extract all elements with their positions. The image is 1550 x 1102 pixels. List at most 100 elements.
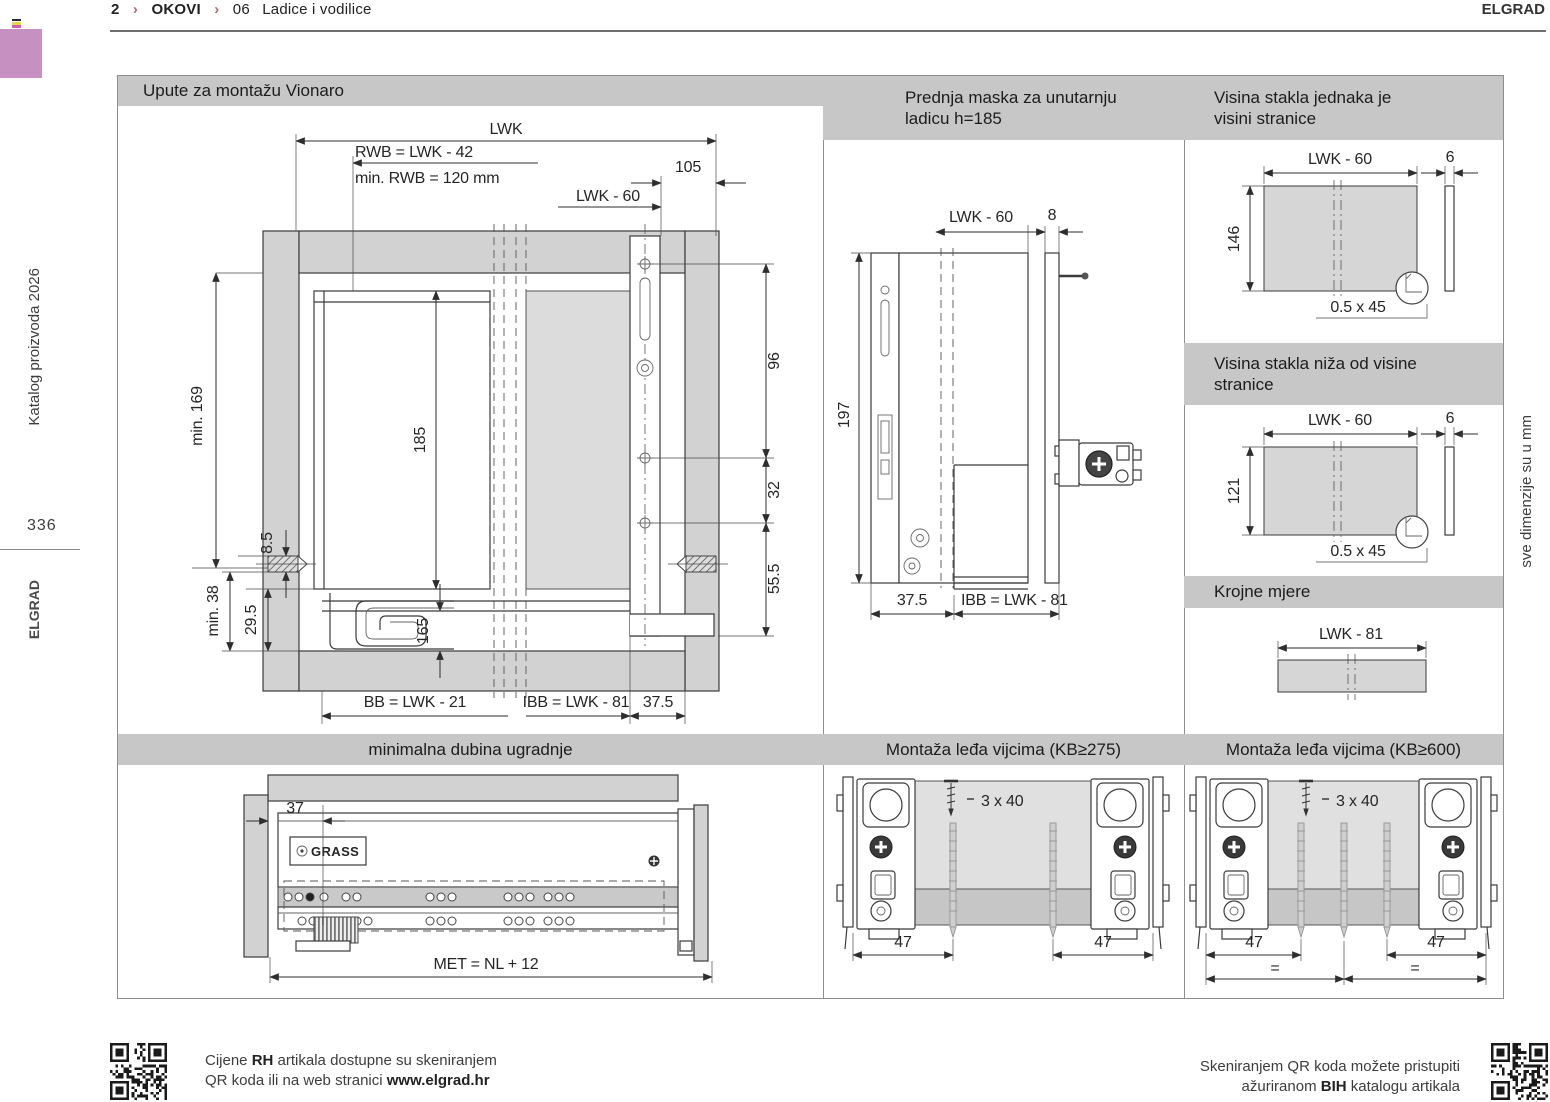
slide-hole-row-upper <box>283 892 575 902</box>
dim-ibb: IBB = LWK - 81 <box>523 694 630 711</box>
cut-sizes-diagram: LWK - 81 <box>1277 626 1427 700</box>
adjustment-wheel <box>313 916 359 944</box>
screw-icon <box>944 779 974 817</box>
dim-lwk: LWK <box>490 121 523 138</box>
print-registration-marks <box>12 19 21 29</box>
footer-left-url: www.elgrad.hr <box>386 1071 490 1089</box>
sidebar-brand: ELGRAD <box>26 580 42 640</box>
footer-right-text2: katalogu artikala <box>1346 1077 1460 1095</box>
svg-text:GRASS: GRASS <box>311 844 359 859</box>
sidebar-page-number: 336 <box>27 517 57 534</box>
qr-code-right <box>1491 1043 1548 1100</box>
kb600-diagram: 3 x 40 47 47 = = <box>1189 776 1498 985</box>
dim-96: 96 <box>766 352 783 370</box>
glass-lower-diagram: LWK - 60 6 121 0.5 x 45 <box>1226 410 1478 563</box>
chamfer-detail-circle <box>1395 515 1429 549</box>
header-rule <box>110 30 1546 32</box>
right-bracket <box>1090 776 1170 950</box>
column-divider <box>1184 76 1185 998</box>
glass-equal-diagram: LWK - 60 6 146 0.5 x 45 <box>1226 149 1478 319</box>
footer-left-text2: artikala dostupne su skeniranjem <box>273 1052 497 1069</box>
panel-title-kb275: Montaža leđa vijcima (KB≥275) <box>823 734 1184 765</box>
dim-375: 37.5 <box>897 592 928 609</box>
dim-6: 6 <box>1446 149 1455 166</box>
dim-555: 55.5 <box>766 564 783 595</box>
dim-85: 8.5 <box>259 532 276 554</box>
dim-lwk60: LWK - 60 <box>1308 412 1372 429</box>
back-screws <box>1297 822 1391 939</box>
dim-equal-right: = <box>1410 960 1419 977</box>
panel-title-glass-lower-line1: Visina stakla niža od visine <box>1214 354 1417 373</box>
footer-right-text: ažuriranom <box>1241 1077 1321 1095</box>
footer-left-text: Cijene <box>205 1052 252 1069</box>
dim-8: 8 <box>1048 207 1057 224</box>
dim-lwk60: LWK - 60 <box>1308 151 1372 168</box>
dim-121: 121 <box>1226 478 1243 504</box>
footer-left-rh: RH <box>251 1052 274 1069</box>
dim-min-rwb: min. RWB = 120 mm <box>355 170 499 187</box>
panel-title-front-mask-line2: ladicu h=185 <box>905 109 1002 128</box>
dim-295: 29.5 <box>243 605 260 636</box>
units-note: sve dimenzije su u mm <box>1518 415 1535 568</box>
panel-title-glass-equal-line2: visini stranice <box>1214 109 1317 128</box>
column-divider <box>823 76 824 998</box>
right-bracket <box>1418 776 1498 950</box>
back-screw <box>949 822 1057 939</box>
dim-lwk60: LWK - 60 <box>576 188 640 205</box>
dim-105: 105 <box>675 159 701 176</box>
breadcrumb-page-number: 2 <box>111 1 120 18</box>
dim-lwk60: LWK - 60 <box>949 209 1013 226</box>
brand-logo-text: ELGRAD <box>1481 1 1545 18</box>
panel-title-glass-equal-line1: Visina stakla jednaka je <box>1214 88 1392 107</box>
panel-title-main: Upute za montažu Vionaro <box>118 76 823 106</box>
footer-left-text3: QR koda ili na web stranici <box>205 1071 387 1089</box>
chevron-icon: › <box>132 1 139 18</box>
panel-title-glass-equal: Visina stakla jednaka je visini stranice <box>1184 76 1503 140</box>
dim-met: MET = NL + 12 <box>433 956 538 973</box>
kb275-diagram: 3 x 40 47 47 <box>836 776 1170 961</box>
vionaro-assembly-diagram: LWK RWB = LWK - 42 min. RWB = 120 mm 105… <box>189 121 783 724</box>
footer-note-right: Skeniranjem QR koda možete pristupiti až… <box>1200 1057 1460 1096</box>
dim-375: 37.5 <box>643 694 674 711</box>
dim-chamfer: 0.5 x 45 <box>1330 543 1386 560</box>
panel-title-kb600: Montaža leđa vijcima (KB≥600) <box>1184 734 1503 765</box>
dim-32: 32 <box>766 481 783 499</box>
dim-47-left: 47 <box>894 934 912 951</box>
left-bracket <box>1189 776 1269 950</box>
dim-screw: 3 x 40 <box>981 793 1024 810</box>
footer-right-line1: Skeniranjem QR koda možete pristupiti <box>1199 1058 1460 1075</box>
latch-mechanism <box>1054 439 1142 487</box>
panel-title-glass-lower: Visina stakla niža od visine stranice <box>1184 343 1503 405</box>
dim-screw: 3 x 40 <box>1336 793 1379 810</box>
panel-title-min-depth: minimalna dubina ugradnje <box>118 734 823 765</box>
panel-title-cut-sizes: Krojne mjere <box>1184 576 1503 608</box>
dim-37: 37 <box>286 800 304 817</box>
grass-logo: GRASS <box>289 836 367 866</box>
panel-title-glass-lower-line2: stranice <box>1214 375 1274 394</box>
qr-code-left <box>110 1043 167 1100</box>
dim-146: 146 <box>1226 226 1243 252</box>
dim-47-right: 47 <box>1094 934 1112 951</box>
min-depth-diagram: GRASS <box>243 774 713 983</box>
chamfer-detail-circle <box>1395 271 1429 305</box>
front-mask-diagram: LWK - 60 8 197 37.5 IBB = LWK - 81 <box>836 207 1142 620</box>
dim-min38: min. 38 <box>205 585 222 636</box>
panel-title-front-mask-line1: Prednja maska za unutarnju <box>905 88 1117 107</box>
breadcrumb-title: Ladice i vodilice <box>262 1 372 18</box>
footer-note-left: Cijene RH artikala dostupne su skeniranj… <box>205 1051 497 1090</box>
chevron-icon: › <box>214 1 220 18</box>
dim-chamfer: 0.5 x 45 <box>1330 299 1386 316</box>
sidebar-divider <box>0 549 80 550</box>
dim-lwk81: LWK - 81 <box>1319 626 1383 643</box>
left-bracket <box>836 776 916 950</box>
dim-185: 185 <box>412 427 429 453</box>
dim-197: 197 <box>836 402 853 428</box>
breadcrumb: 2 › OKOVI › 06 Ladice i vodilice <box>111 1 372 18</box>
diagram-board: Upute za montažu Vionaro Prednja maska z… <box>117 75 1504 999</box>
dim-bb: BB = LWK - 21 <box>364 694 467 711</box>
dim-47-right: 47 <box>1427 934 1445 951</box>
dim-ibb: IBB = LWK - 81 <box>961 592 1068 609</box>
dim-6: 6 <box>1446 410 1455 427</box>
breadcrumb-section: OKOVI <box>151 1 201 18</box>
